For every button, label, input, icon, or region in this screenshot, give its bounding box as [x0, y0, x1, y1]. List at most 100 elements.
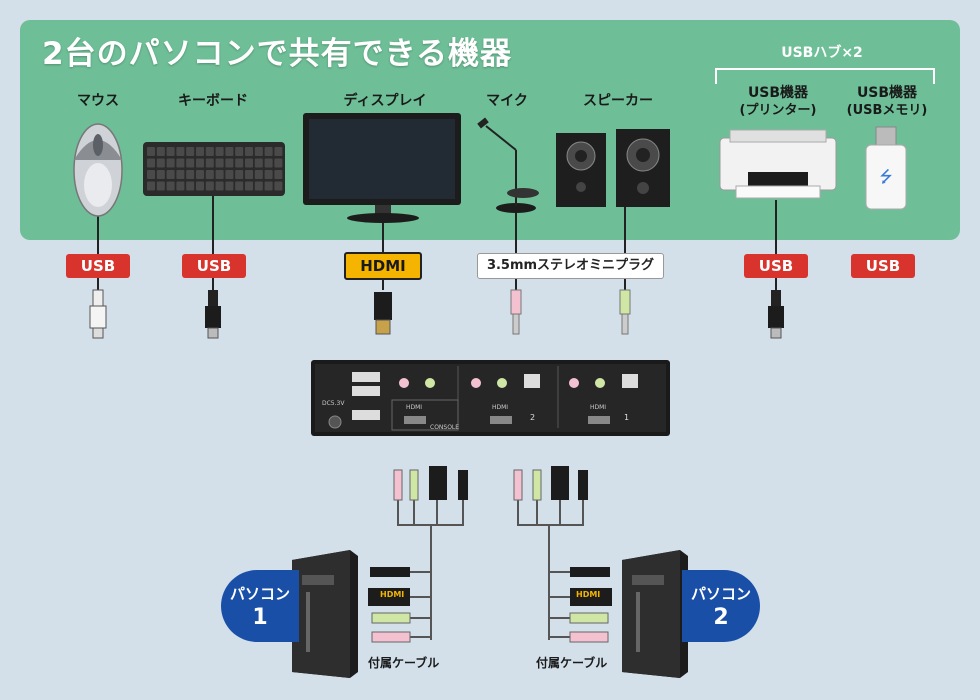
usb-memory-label-line1: USB機器 [856, 85, 918, 101]
keyboard-key [196, 170, 204, 179]
usb-printer-label-line1: USB機器 [747, 85, 809, 101]
keyboard-key [147, 147, 155, 156]
side-plugs-right [569, 567, 612, 643]
kvm-port-2-label: 2 [530, 413, 536, 422]
usb-badge-mouse: USB [66, 254, 130, 278]
monitor-icon [303, 113, 461, 223]
keyboard-key [274, 181, 283, 191]
keyboard-key [156, 170, 165, 179]
keyboard-key [235, 181, 244, 191]
keyboard-key [225, 170, 234, 179]
keyboard-key [205, 147, 214, 156]
svg-text:⭍: ⭍ [879, 167, 892, 186]
microphone-icon [477, 117, 539, 213]
keyboard-key [245, 158, 253, 168]
keyboard-key [196, 147, 204, 156]
keyboard-key [215, 181, 224, 191]
kvm-power-label: DC5.3V [322, 400, 345, 407]
hdmi-badge: HDMI [344, 252, 422, 280]
keyboard-key [205, 170, 214, 179]
keyboard-key [147, 170, 155, 179]
keyboard-key [186, 181, 195, 191]
hdmi-plug [374, 292, 392, 335]
keyboard-key [274, 158, 283, 168]
usb-hub-bracket [715, 68, 935, 84]
kvm-switch [311, 360, 670, 436]
keyboard-key [205, 181, 214, 191]
keyboard-key [274, 147, 283, 156]
cable-hdmi-label-left: HDMI [380, 590, 405, 599]
keyboard-key [156, 147, 165, 156]
usb-printer-label-line2: (プリンター) [739, 103, 817, 118]
keyboard-key [264, 147, 273, 156]
keyboard-key [235, 147, 244, 156]
keyboard-key [225, 158, 234, 168]
keyboard-key [215, 170, 224, 179]
display-label: ディスプレイ [343, 93, 427, 109]
keyboard-key [166, 158, 175, 168]
keyboard-key [254, 158, 263, 168]
usb-memory-icon: ⭍ [865, 126, 907, 210]
kvm-hdmi-label-console: HDMI [406, 404, 423, 411]
usb-printer-label: USB機器 (プリンター) [728, 84, 828, 120]
bundle-plugs-left [393, 466, 468, 501]
keyboard-key [254, 170, 263, 179]
keyboard-key [245, 147, 253, 156]
pc-2-label: パソコン [690, 585, 751, 603]
keyboard-key [176, 181, 185, 191]
keyboard-key [235, 158, 244, 168]
keyboard-key [156, 181, 165, 191]
kvm-port-1-label: 1 [624, 413, 630, 422]
speaker-label: スピーカー [583, 93, 653, 109]
keyboard-key [225, 181, 234, 191]
keyboard-key [254, 181, 263, 191]
usb-memory-label-line2: (USBメモリ) [846, 103, 928, 118]
included-cable-label-right: 付属ケーブル [536, 656, 608, 670]
audio-plug-badge: 3.5mmステレオミニプラグ [477, 253, 664, 279]
keyboard-key [166, 181, 175, 191]
pc-2-pill: パソコン 2 [682, 570, 760, 642]
keyboard-key [186, 147, 195, 156]
keyboard-key [166, 170, 175, 179]
keyboard-key [235, 170, 244, 179]
mouse-icon [73, 123, 123, 217]
speakers-icon [556, 129, 670, 207]
keyboard-key [215, 158, 224, 168]
keyboard-key [205, 158, 214, 168]
keyboard-key [147, 158, 155, 168]
usb-plug-mouse [89, 289, 107, 339]
usb-badge-memory: USB [851, 254, 915, 278]
cable-hdmi-label-right: HDMI [576, 590, 601, 599]
keyboard-key [215, 147, 224, 156]
keyboard-label: キーボード [178, 93, 248, 109]
audio-plug-mic [510, 289, 522, 335]
bundle-plugs-right [513, 466, 588, 501]
side-plugs-left [368, 567, 411, 643]
mic-label: マイク [486, 93, 528, 109]
kvm-hdmi-label-1: HDMI [590, 404, 607, 411]
pc-2-number: 2 [713, 605, 729, 630]
pc-tower-2 [622, 550, 688, 678]
keyboard-key [264, 170, 273, 179]
included-cable-label-left: 付属ケーブル [368, 656, 440, 670]
keyboard-key [176, 158, 185, 168]
pc-1-pill: パソコン 1 [221, 570, 299, 642]
printer-icon [719, 129, 837, 199]
kvm-hdmi-label-2: HDMI [492, 404, 509, 411]
pc-1-label: パソコン [229, 585, 290, 603]
keyboard-key [274, 170, 283, 179]
usb-badge-keyboard: USB [182, 254, 246, 278]
pc-1-number: 1 [252, 605, 268, 630]
kvm-console-label: CONSOLE [430, 424, 460, 431]
keyboard-key [264, 158, 273, 168]
keyboard-icon [143, 142, 285, 196]
keyboard-key [225, 147, 234, 156]
keyboard-key [166, 147, 175, 156]
usb-memory-label: USB機器 (USBメモリ) [832, 84, 942, 120]
keyboard-key [245, 181, 253, 191]
keyboard-key [186, 158, 195, 168]
mouse-label: マウス [77, 93, 119, 109]
cable-bundles [397, 500, 584, 640]
keyboard-key [176, 170, 185, 179]
